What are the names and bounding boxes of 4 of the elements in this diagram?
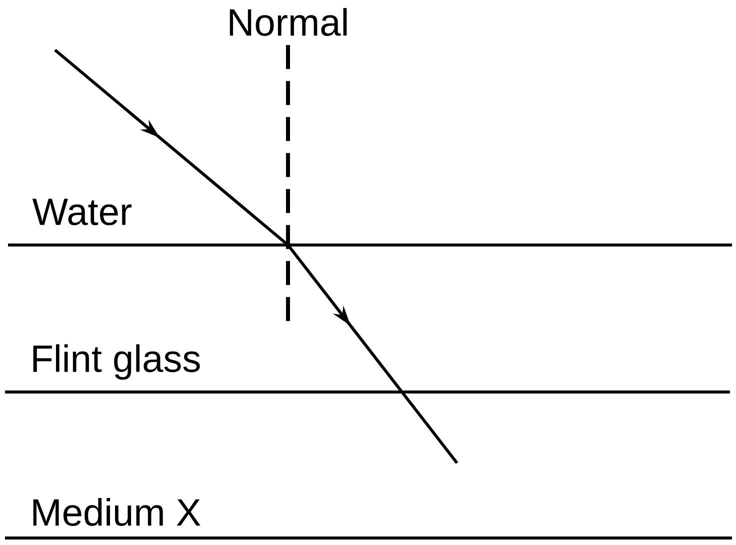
medium-label: Flint glass [33, 344, 200, 380]
medium-label: Water [32, 198, 132, 226]
medium-label: Medium X [33, 498, 200, 526]
medium-label: Normal [230, 8, 347, 36]
